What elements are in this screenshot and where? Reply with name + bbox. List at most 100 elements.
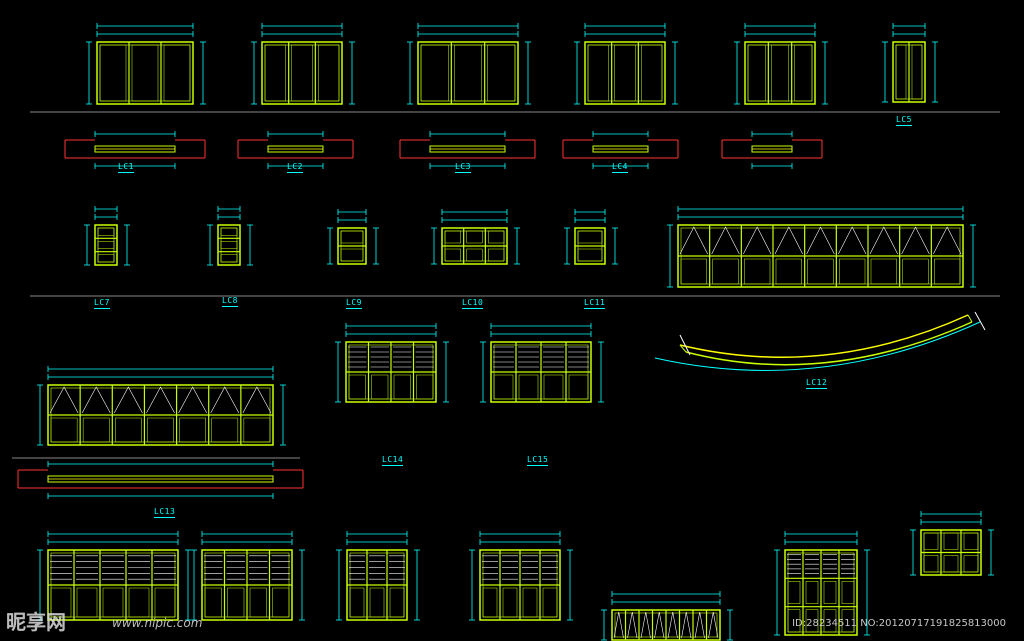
glass-pane xyxy=(131,44,159,102)
opening-indicator xyxy=(114,386,143,414)
glass-pane xyxy=(747,44,766,102)
glass-pane xyxy=(444,230,461,244)
opening-indicator xyxy=(743,226,772,255)
window-inner-frame xyxy=(97,227,115,263)
glass-pane xyxy=(775,258,802,285)
window-inner-frame xyxy=(264,44,340,102)
opening-indicator xyxy=(869,226,898,255)
glass-pane xyxy=(823,609,837,633)
glass-pane xyxy=(50,587,72,618)
glass-pane xyxy=(227,587,245,618)
opening-indicator xyxy=(49,386,79,414)
opening-indicator xyxy=(838,226,867,255)
label-lc14: LC14 xyxy=(382,455,404,464)
glass-pane xyxy=(807,258,834,285)
glass-pane xyxy=(493,374,514,400)
glass-pane xyxy=(349,587,365,618)
glass-pane xyxy=(712,258,739,285)
opening-indicator xyxy=(667,611,678,639)
glass-pane xyxy=(249,587,267,618)
watermark-id: ID:28234511 NO:20120717191825813000 xyxy=(792,618,1006,629)
label-lc7: LC7 xyxy=(94,298,110,307)
glass-pane xyxy=(115,417,142,443)
glass-pane xyxy=(787,581,801,604)
window-frame xyxy=(261,41,343,105)
glass-pane xyxy=(340,248,364,262)
curved-window-end xyxy=(967,314,973,323)
glass-pane xyxy=(318,44,340,102)
glass-pane xyxy=(522,587,538,618)
glass-pane xyxy=(50,417,78,443)
curve-dimension xyxy=(654,321,981,371)
glass-pane xyxy=(220,241,238,249)
glass-pane xyxy=(543,374,564,400)
glass-pane xyxy=(934,258,961,285)
glass-pane xyxy=(805,581,819,604)
curved-window-outer xyxy=(679,314,969,358)
glass-pane xyxy=(577,248,603,262)
glass-pane xyxy=(204,587,222,618)
glass-pane xyxy=(466,230,483,244)
glass-pane xyxy=(147,417,174,443)
opening-indicator xyxy=(933,226,962,255)
glass-pane xyxy=(163,44,191,102)
glass-pane xyxy=(82,417,110,443)
label-lc1: LC1 xyxy=(118,162,134,171)
opening-indicator xyxy=(901,226,930,255)
window-frame xyxy=(96,41,194,105)
glass-pane xyxy=(823,581,837,604)
glass-pane xyxy=(154,587,176,618)
window-frame xyxy=(584,41,666,105)
glass-pane xyxy=(102,587,124,618)
opening-indicator xyxy=(774,226,803,255)
glass-pane xyxy=(680,258,707,285)
window-inner-frame xyxy=(587,44,663,102)
glass-pane xyxy=(794,44,813,102)
glass-pane xyxy=(895,44,907,100)
label-lc3: LC3 xyxy=(455,162,471,171)
glass-pane xyxy=(963,555,979,573)
opening-indicator xyxy=(654,611,665,639)
glass-pane xyxy=(841,609,855,633)
glass-pane xyxy=(369,587,385,618)
glass-pane xyxy=(771,44,789,102)
glass-pane xyxy=(348,374,366,400)
glass-pane xyxy=(911,44,923,100)
opening-indicator xyxy=(210,386,240,414)
opening-indicator xyxy=(640,611,651,639)
label-lc5: LC5 xyxy=(896,115,912,124)
glass-pane xyxy=(340,230,364,244)
opening-indicator xyxy=(81,386,111,414)
opening-indicator xyxy=(627,611,638,639)
window-frame xyxy=(744,41,816,105)
glass-pane xyxy=(805,609,819,633)
glass-pane xyxy=(128,587,150,618)
window-inner-frame xyxy=(220,227,238,263)
glass-pane xyxy=(393,374,411,400)
glass-pane xyxy=(482,587,498,618)
glass-pane xyxy=(220,254,238,263)
glass-pane xyxy=(870,258,897,285)
opening-indicator xyxy=(806,226,835,255)
label-lc12: LC12 xyxy=(806,378,828,387)
curved-window-inner xyxy=(685,321,973,366)
watermark-logo: 昵享网 xyxy=(6,610,66,634)
window-inner-frame xyxy=(747,44,813,102)
glass-pane xyxy=(568,374,589,400)
glass-pane xyxy=(466,248,483,262)
glass-pane xyxy=(923,555,939,573)
window-frame xyxy=(217,224,241,266)
glass-pane xyxy=(902,258,929,285)
glass-pane xyxy=(179,417,206,443)
glass-pane xyxy=(542,587,558,618)
window-inner-frame xyxy=(99,44,191,102)
label-lc10: LC10 xyxy=(462,298,484,307)
opening-indicator xyxy=(242,386,272,414)
glass-pane xyxy=(420,44,449,102)
label-lc8: LC8 xyxy=(222,296,238,305)
window-frame xyxy=(94,224,118,266)
label-lc15: LC15 xyxy=(527,455,549,464)
glass-pane xyxy=(963,532,979,550)
window-frame xyxy=(417,41,519,105)
opening-indicator xyxy=(178,386,207,414)
